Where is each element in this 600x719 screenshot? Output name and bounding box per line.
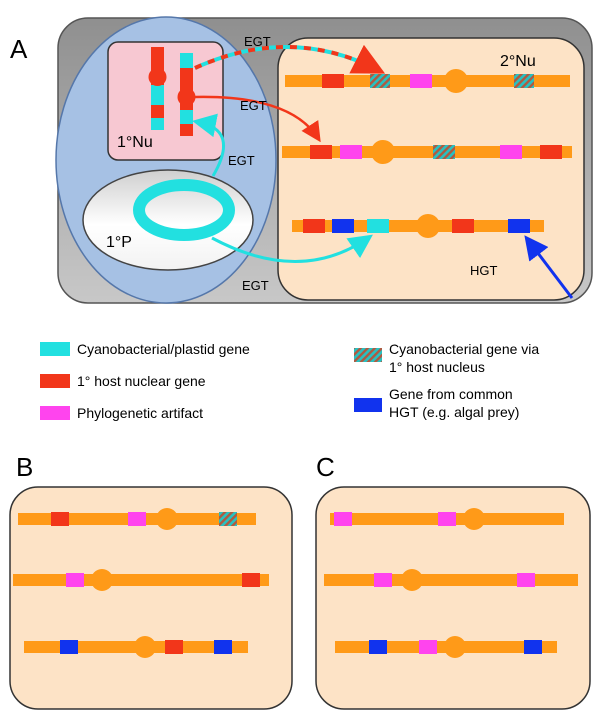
egt-label-bottom: EGT xyxy=(242,278,269,293)
legend-label-host: 1° host nuclear gene xyxy=(77,373,206,389)
secondary-chromosome-3 xyxy=(292,214,544,238)
legend-label-artifact: Phylogenetic artifact xyxy=(77,405,203,421)
panel-a-letter: A xyxy=(10,34,28,64)
panel-c-letter: C xyxy=(316,452,335,482)
panel-c-chromosome-1 xyxy=(330,508,564,530)
primary-nucleus-chromosomes xyxy=(148,47,196,136)
legend: Cyanobacterial/plastid gene 1° host nucl… xyxy=(40,341,539,421)
egt-label-left: EGT xyxy=(228,153,255,168)
egt-arrow-bottom xyxy=(211,234,373,263)
panel-c-chromosome-2 xyxy=(324,569,578,591)
hgt-label: HGT xyxy=(470,263,498,278)
legend-label-cyano-via-host-1: Cyanobacterial gene via xyxy=(389,341,539,357)
legend-label-hgt-1: Gene from common xyxy=(389,386,513,402)
secondary-nucleus-label: 2°Nu xyxy=(500,53,536,70)
panel-b-chromosome-3 xyxy=(24,636,248,658)
secondary-nucleus xyxy=(277,37,585,301)
legend-swatch-hgt xyxy=(354,398,382,412)
legend-label-hgt-2: HGT (e.g. algal prey) xyxy=(389,404,519,420)
legend-swatch-cyano-via-host xyxy=(354,348,382,362)
egt-label-mid: EGT xyxy=(240,98,267,113)
legend-swatch-artifact xyxy=(40,406,70,420)
panel-b-letter: B xyxy=(16,452,33,482)
legend-label-cyano-via-host-2: 1° host nucleus xyxy=(389,359,485,375)
egt-arrow-left xyxy=(192,113,226,177)
legend-label-cyano: Cyanobacterial/plastid gene xyxy=(77,341,250,357)
egt-label-top: EGT xyxy=(244,34,271,49)
secondary-chromosome-2 xyxy=(282,140,572,164)
primary-nucleus-label: 1°Nu xyxy=(117,134,153,151)
panel-b-chromosome-1 xyxy=(18,508,256,530)
plastid-genome xyxy=(133,179,235,241)
legend-swatch-cyano xyxy=(40,342,70,356)
hgt-arrow xyxy=(524,235,574,299)
panel-c-chromosome-3 xyxy=(335,636,557,658)
secondary-chromosome-1 xyxy=(285,69,570,93)
primary-plastid-label: 1°P xyxy=(106,234,132,251)
panel-b-chromosome-2 xyxy=(13,569,269,591)
egt-arrow-mid xyxy=(194,95,321,143)
legend-swatch-host xyxy=(40,374,70,388)
